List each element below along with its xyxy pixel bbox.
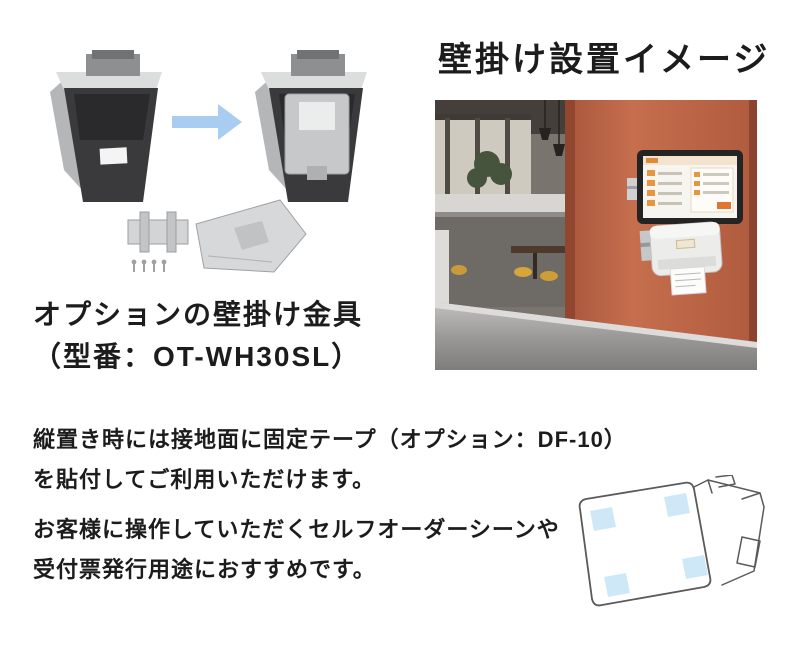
bracket-caption-line2: （型番：OT-WH30SL） (33, 341, 362, 372)
plant-image (467, 151, 512, 188)
device-bottom-face (578, 481, 712, 607)
use-case-line2: 受付票発行用途におすすめです。 (33, 557, 376, 582)
tape-note-line1: 縦置き時には接地面に固定テープ（オプション：DF-10） (33, 427, 627, 452)
arrow-right-icon (172, 104, 242, 140)
wall-mount-heading: 壁掛け設置イメージ (438, 41, 771, 79)
receipt-paper-image (669, 266, 707, 296)
printer-back-with-bracket-image (255, 50, 367, 202)
screws-image (131, 259, 167, 272)
tape-note-paragraph: 縦置き時には接地面に固定テープ（オプション：DF-10） を貼付してご利用いただ… (33, 420, 627, 500)
tape-illustration-svg (578, 474, 765, 607)
wall-plate-image (195, 199, 307, 273)
device-outline-image (689, 474, 765, 586)
description-text: 縦置き時には接地面に固定テープ（オプション：DF-10） を貼付してご利用いただ… (33, 420, 627, 590)
printer-back-before-image (50, 50, 162, 202)
bracket-caption-line1: オプションの壁掛け金具 (33, 299, 364, 330)
bracket-part-small-image (127, 211, 189, 253)
mounted-printer-image (639, 221, 723, 296)
bracket-caption: オプションの壁掛け金具 （型番：OT-WH30SL） (33, 294, 363, 378)
tape-pads (590, 493, 708, 597)
mounted-tablet-image (637, 150, 743, 224)
tape-position-illustration (550, 474, 775, 630)
wall-mount-photo (435, 100, 757, 370)
counter (435, 302, 757, 370)
bracket-diagram-svg (50, 50, 367, 273)
pendant-lights-image (544, 100, 560, 144)
wall-mount-photo-svg (435, 100, 757, 370)
use-case-paragraph: お客様に操作していただくセルフオーダーシーンや 受付票発行用途におすすめです。 (33, 510, 627, 590)
tape-note-line2: を貼付してご利用いただけます。 (33, 467, 376, 492)
use-case-line1: お客様に操作していただくセルフオーダーシーンや (33, 517, 560, 542)
bracket-diagram (30, 28, 430, 290)
